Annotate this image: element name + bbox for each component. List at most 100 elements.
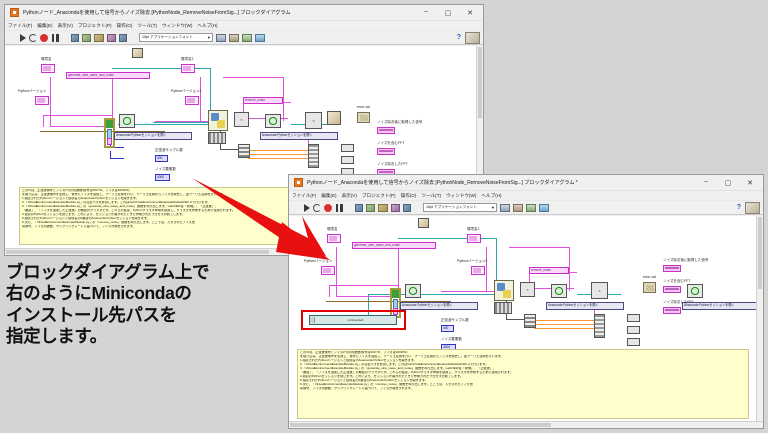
run-continuously-icon-1[interactable] [29,33,37,42]
python-node-close-1-w2[interactable]: × [520,282,535,297]
numeric-literal-sample-count-1[interactable]: 400 [155,155,168,162]
menu-operate-1[interactable]: 操作(O) [116,22,133,28]
step-over-icon-1[interactable] [107,33,116,42]
graph-terminal-3-w2[interactable] [663,307,681,314]
terminal-env-name-1-w2[interactable] [327,234,341,243]
numeric-literal-sample-count-w2[interactable]: 400 [441,325,454,332]
highlight-execution-icon-2[interactable] [355,203,363,212]
graph-terminal-2[interactable] [377,148,395,155]
python-node-call-2[interactable]: × [305,112,322,129]
open-python-session-node-2-w2[interactable] [551,284,567,298]
unbundle-cluster-node-1[interactable] [238,144,250,158]
open-python-session-node-1-w2[interactable] [405,284,421,298]
miniconda-path-control[interactable]: miniconda3 [309,315,397,325]
toolbar-2[interactable]: 15pt アプリケーションフォント ▾ ? [289,201,763,215]
menu-project-1[interactable]: プロジェクト(P) [77,22,112,28]
align-objects-icon-1[interactable] [216,33,226,42]
abort-execution-icon-1[interactable] [40,33,48,42]
menu-help-1[interactable]: ヘルプ(H) [197,22,218,28]
menu-tools-1[interactable]: ツール(T) [137,22,158,28]
graph-terminal-1[interactable] [377,127,395,134]
pause-icon-1[interactable] [51,33,59,42]
maximize-button-2[interactable]: ▢ [724,179,732,187]
graph-terminal-2-w2[interactable] [663,286,681,293]
string-literal-remove-fn-2[interactable]: remove_noise [529,267,569,274]
window-controls-2[interactable]: − ▢ ✕ [695,175,761,190]
numeric-literal-noise-count-1[interactable]: 4000 [155,174,170,181]
step-out-icon-1[interactable] [119,33,127,42]
font-selector-1[interactable]: 15pt アプリケーションフォント ▾ [139,33,213,42]
index-array-node-1[interactable] [308,144,319,168]
labview-block-diagram-window-2[interactable]: Pythonノード_Anacondaを使用して信号からノイズ除去 [Python… [288,174,764,429]
python-node-close-1[interactable]: × [234,112,249,127]
menu-window-2[interactable]: ウィンドウ(W) [446,192,477,198]
help-icon-1[interactable]: ? [456,34,461,41]
menu-tools-2[interactable]: ツール(T) [421,192,442,198]
fft-node-2-w2[interactable] [627,326,640,334]
fft-node-2[interactable] [341,156,354,164]
open-session-combo-2-w2[interactable]: Anaconda Pythonセッションを開く [546,302,624,310]
align-objects-icon-2[interactable] [500,203,510,212]
vertical-scrollbar-2[interactable] [756,216,763,428]
open-python-session-node-3-w2[interactable] [687,284,703,298]
error-out-terminal-w2[interactable] [643,282,656,293]
menu-help-2[interactable]: ヘルプ(H) [481,192,502,198]
open-python-session-node-2[interactable] [265,114,281,128]
step-into-icon-2[interactable] [378,203,388,212]
terminal-env-name-2-w2[interactable] [467,234,481,243]
close-button-1[interactable]: ✕ [467,9,473,17]
menu-window-1[interactable]: ウィンドウ(W) [162,22,193,28]
menu-file-2[interactable]: ファイル(F) [292,192,317,198]
bundle-cluster-node-1[interactable] [208,132,226,144]
minimize-button-1[interactable]: − [423,9,429,16]
run-continuously-icon-2[interactable] [313,203,321,212]
menubar-2[interactable]: ファイル(F) 編集(E) 表示(V) プロジェクト(P) 操作(O) ツール(… [289,191,763,201]
highlight-execution-icon-1[interactable] [71,33,79,42]
retain-wire-values-icon-1[interactable] [82,33,91,42]
pause-icon-2[interactable] [335,203,343,212]
bundle-cluster-node-w2[interactable] [494,302,512,314]
folder-icon[interactable] [310,317,315,323]
open-session-combo-1-w2[interactable]: Anaconda Pythonセッションを開く [400,302,478,310]
run-icon-2[interactable] [304,203,310,212]
terminal-python-version-1-w2[interactable] [321,266,335,275]
terminal-env-name-2[interactable] [181,64,195,73]
distribute-objects-icon-2[interactable] [513,203,523,212]
terminal-python-version-1[interactable] [35,96,49,105]
menu-view-2[interactable]: 表示(V) [341,192,357,198]
python-node-call-1-w2[interactable] [494,280,514,301]
menu-edit-1[interactable]: 編集(E) [37,22,53,28]
titlebar-1[interactable]: Pythonノード_Anacondaを使用して信号からノイズ除去 [Python… [5,5,483,21]
open-session-combo-1[interactable]: Anaconda Pythonセッションを開く [114,132,192,140]
close-button-2[interactable]: ✕ [747,179,753,187]
window-controls-1[interactable]: − ▢ ✕ [415,5,481,20]
reorder-icon-2[interactable] [539,203,549,212]
graph-terminal-1-w2[interactable] [663,265,681,272]
resize-objects-icon-1[interactable] [242,33,252,42]
help-icon-2[interactable]: ? [736,204,741,211]
horizontal-scrollbar-2[interactable] [289,421,763,428]
python-node-close-2[interactable] [327,111,341,125]
titlebar-2[interactable]: Pythonノード_Anacondaを使用して信号からノイズ除去 [Python… [289,175,763,191]
toolbar-1[interactable]: 15pt アプリケーションフォント ▾ ? [5,31,483,45]
step-over-icon-2[interactable] [391,203,400,212]
menu-view-1[interactable]: 表示(V) [57,22,73,28]
search-icon-2[interactable] [745,201,760,214]
python-cluster-icon-node-2[interactable] [418,218,429,228]
terminal-python-version-2-w2[interactable] [471,266,485,275]
string-literal-generate-fn-1[interactable]: generate_sine_wave_and_noise [66,72,150,79]
vertical-scrollbar-1[interactable] [476,46,483,255]
abort-execution-icon-2[interactable] [324,203,332,212]
step-into-icon-1[interactable] [94,33,104,42]
retain-wire-values-icon-2[interactable] [366,203,375,212]
menu-project-2[interactable]: プロジェクト(P) [361,192,396,198]
resize-objects-icon-2[interactable] [526,203,536,212]
menubar-1[interactable]: ファイル(F) 編集(E) 表示(V) プロジェクト(P) 操作(O) ツール(… [5,21,483,31]
python-node-call-1[interactable] [208,110,228,131]
python-node-call-2-w2[interactable]: × [591,282,608,299]
open-python-session-node-1[interactable] [119,114,135,128]
string-literal-generate-fn-2[interactable]: generate_sine_wave_and_noise [352,242,436,249]
open-session-combo-2[interactable]: Anaconda Pythonセッションを開く [260,132,338,140]
terminal-env-name-1[interactable] [41,64,55,73]
fft-node-1[interactable] [341,144,354,152]
